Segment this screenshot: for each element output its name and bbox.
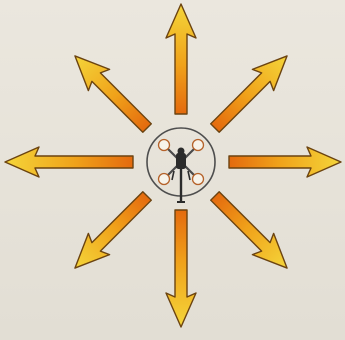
drone-body <box>176 153 186 169</box>
drone-rotor <box>159 140 170 151</box>
drone-rotor <box>159 174 170 185</box>
drone-head <box>178 148 185 155</box>
drone-rotor <box>193 140 204 151</box>
drone-rotor <box>193 174 204 185</box>
